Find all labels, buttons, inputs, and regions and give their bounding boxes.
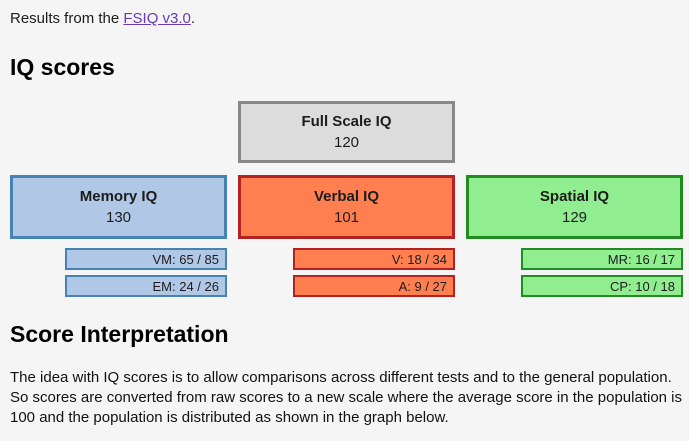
verbal-column: Verbal IQ 101 V: 18 / 34 A: 9 / 27 <box>238 175 455 297</box>
intro-text: Results from the FSIQ v3.0. <box>10 10 679 28</box>
spatial-iq-label: Spatial IQ <box>539 187 610 205</box>
intro-suffix: . <box>190 10 196 27</box>
verbal-iq-label: Verbal IQ <box>313 187 380 205</box>
verbal-iq-score: 101 <box>333 208 360 226</box>
memory-column: Memory IQ 130 VM: 65 / 85 EM: 24 / 26 <box>10 175 227 297</box>
verbal-iq-box: Verbal IQ 101 <box>238 175 455 239</box>
verbal-subscore-v: V: 18 / 34 <box>293 248 455 270</box>
spatial-column: Spatial IQ 129 MR: 16 / 17 CP: 10 / 18 <box>466 175 683 297</box>
memory-iq-box: Memory IQ 130 <box>10 175 227 239</box>
spatial-subscore-cp: CP: 10 / 18 <box>521 275 683 297</box>
memory-iq-score: 130 <box>105 208 132 226</box>
spatial-iq-score: 129 <box>561 208 588 226</box>
fsiq-link[interactable]: FSIQ v3.0 <box>123 10 191 27</box>
spatial-subscore-mr: MR: 16 / 17 <box>521 248 683 270</box>
iq-diagram: Full Scale IQ 120 Memory IQ 130 VM: 65 /… <box>10 101 683 297</box>
full-scale-iq-label: Full Scale IQ <box>301 112 392 130</box>
verbal-subscore-a: A: 9 / 27 <box>293 275 455 297</box>
score-interpretation-heading: Score Interpretation <box>10 321 229 347</box>
spatial-iq-box: Spatial IQ 129 <box>466 175 683 239</box>
intro-prefix: Results from the <box>10 10 124 27</box>
memory-subscore-vm: VM: 65 / 85 <box>65 248 227 270</box>
memory-iq-label: Memory IQ <box>79 187 158 205</box>
full-scale-row: Full Scale IQ 120 <box>10 101 683 163</box>
memory-subscore-em: EM: 24 / 26 <box>65 275 227 297</box>
iq-scores-heading: IQ scores <box>10 54 115 80</box>
full-scale-iq-score: 120 <box>333 133 360 151</box>
full-scale-iq-box: Full Scale IQ 120 <box>238 101 455 163</box>
domain-row: Memory IQ 130 VM: 65 / 85 EM: 24 / 26 Ve… <box>10 175 683 297</box>
interpretation-paragraph: The idea with IQ scores is to allow comp… <box>10 369 683 426</box>
